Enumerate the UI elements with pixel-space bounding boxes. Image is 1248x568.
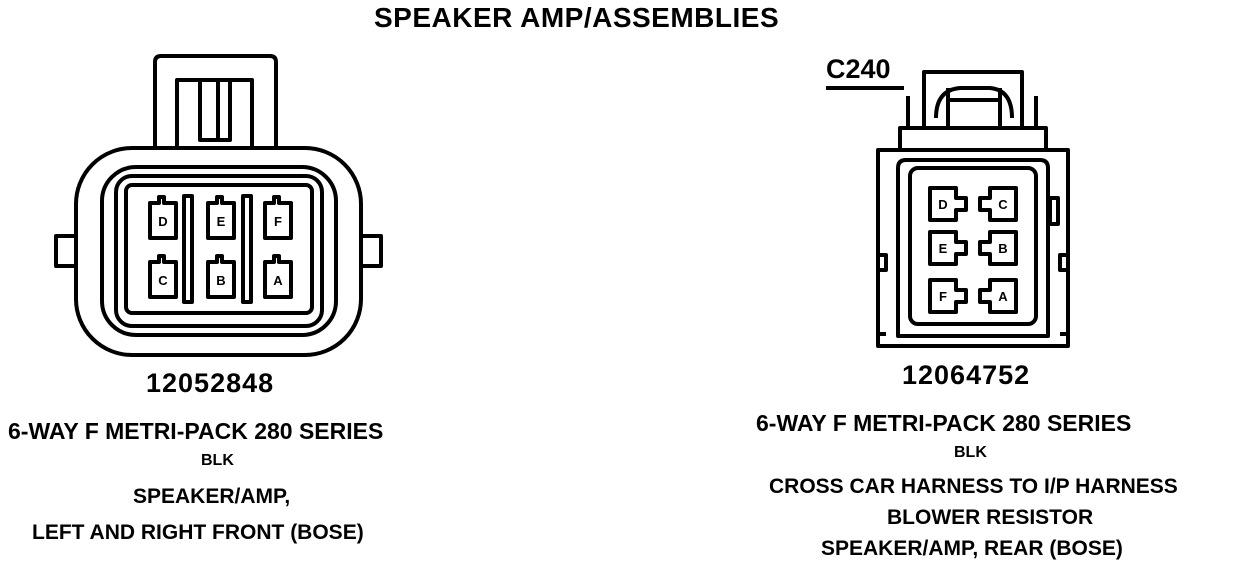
pin-label: B xyxy=(216,273,225,288)
description-line: BLOWER RESISTOR xyxy=(887,506,1094,529)
diagram-title: SPEAKER AMP/ASSEMBLIES xyxy=(374,2,780,33)
pin-label: A xyxy=(273,273,283,288)
pin-label: D xyxy=(158,214,167,229)
part-number: 12064752 xyxy=(902,360,1031,390)
pin-label: E xyxy=(939,241,948,256)
pin-label: E xyxy=(217,214,226,229)
left-connector-drawing xyxy=(54,54,383,357)
series-label: 6-WAY F METRI-PACK 280 SERIES xyxy=(8,418,384,444)
part-number: 12052848 xyxy=(146,368,275,398)
right-connector-drawing xyxy=(826,70,1070,348)
color-label: BLK xyxy=(201,452,234,469)
description-line: CROSS CAR HARNESS TO I/P HARNESS xyxy=(769,475,1178,498)
connector-id-label: C240 xyxy=(826,54,891,84)
pin-label: F xyxy=(274,214,282,229)
pin-label: D xyxy=(938,197,947,212)
description-line: SPEAKER/AMP, REAR (BOSE) xyxy=(821,537,1123,560)
color-label: BLK xyxy=(954,444,987,461)
series-label: 6-WAY F METRI-PACK 280 SERIES xyxy=(756,410,1132,436)
pin-label: C xyxy=(998,197,1008,212)
pin-label: A xyxy=(998,289,1008,304)
pin-label: C xyxy=(158,273,168,288)
description-line: SPEAKER/AMP, xyxy=(133,485,291,508)
pin-label: B xyxy=(998,241,1007,256)
description-line: LEFT AND RIGHT FRONT (BOSE) xyxy=(32,521,364,544)
pin-label: F xyxy=(939,289,947,304)
